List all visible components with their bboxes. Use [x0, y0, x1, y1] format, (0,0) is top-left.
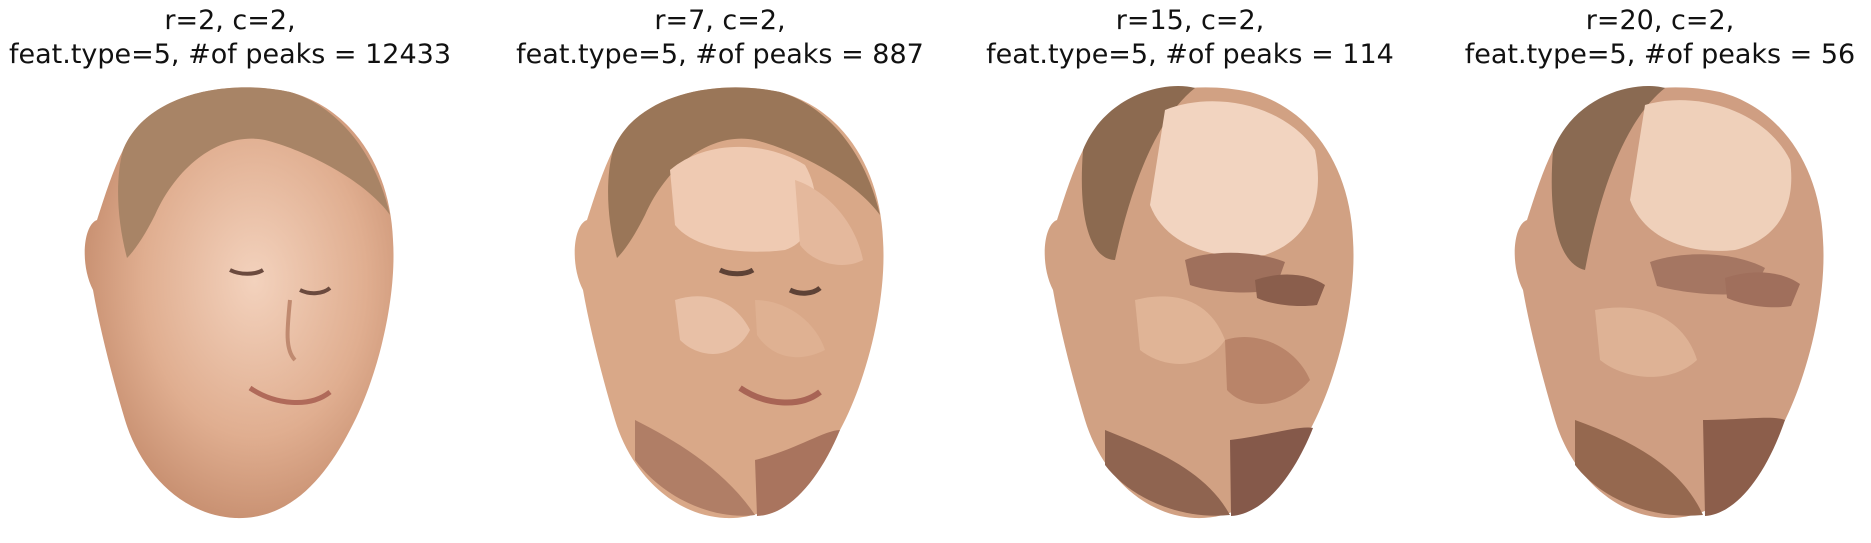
title-line-2: feat.type=5, #of peaks = 12433: [8, 39, 452, 70]
panel-r2: r=2, c=2, feat.type=5, #of peaks = 12433: [5, 0, 455, 543]
face-image-segmented-r20: [1514, 85, 1824, 519]
title-line-1: r=7, c=2,: [654, 5, 786, 36]
panel-r15: r=15, c=2, feat.type=5, #of peaks = 114: [965, 0, 1415, 543]
panel-title: r=2, c=2, feat.type=5, #of peaks = 12433: [5, 4, 455, 72]
panel-r20: r=20, c=2, feat.type=5, #of peaks = 56: [1435, 0, 1871, 543]
face-image-original: [84, 87, 394, 519]
panel-title: r=7, c=2, feat.type=5, #of peaks = 887: [495, 4, 945, 72]
face-image-segmented-r15: [1044, 85, 1354, 519]
panel-r7: r=7, c=2, feat.type=5, #of peaks = 887: [495, 0, 945, 543]
title-line-1: r=15, c=2,: [1115, 5, 1265, 36]
title-line-2: feat.type=5, #of peaks = 56: [1464, 39, 1856, 70]
panel-title: r=15, c=2, feat.type=5, #of peaks = 114: [965, 4, 1415, 72]
title-line-2: feat.type=5, #of peaks = 114: [986, 39, 1394, 70]
face-image-segmented-r7: [574, 87, 884, 519]
title-line-2: feat.type=5, #of peaks = 887: [516, 39, 924, 70]
title-line-1: r=2, c=2,: [164, 5, 296, 36]
title-line-1: r=20, c=2,: [1585, 5, 1735, 36]
panel-title: r=20, c=2, feat.type=5, #of peaks = 56: [1435, 4, 1871, 72]
